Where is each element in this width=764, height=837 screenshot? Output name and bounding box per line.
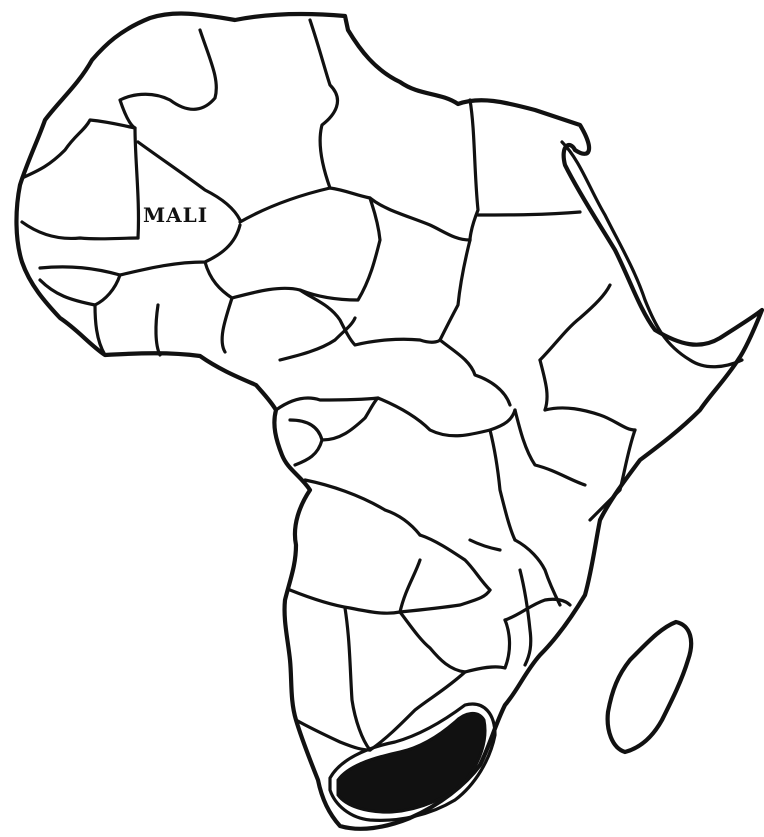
country-label-mali: MALI	[143, 203, 208, 227]
africa-coastline	[14, 11, 764, 831]
red-sea-outline	[560, 140, 744, 369]
madagascar-outline	[605, 619, 694, 755]
south-africa-coastal-ring	[328, 702, 497, 822]
highlighted-region	[336, 712, 487, 814]
country-borders	[20, 18, 637, 752]
